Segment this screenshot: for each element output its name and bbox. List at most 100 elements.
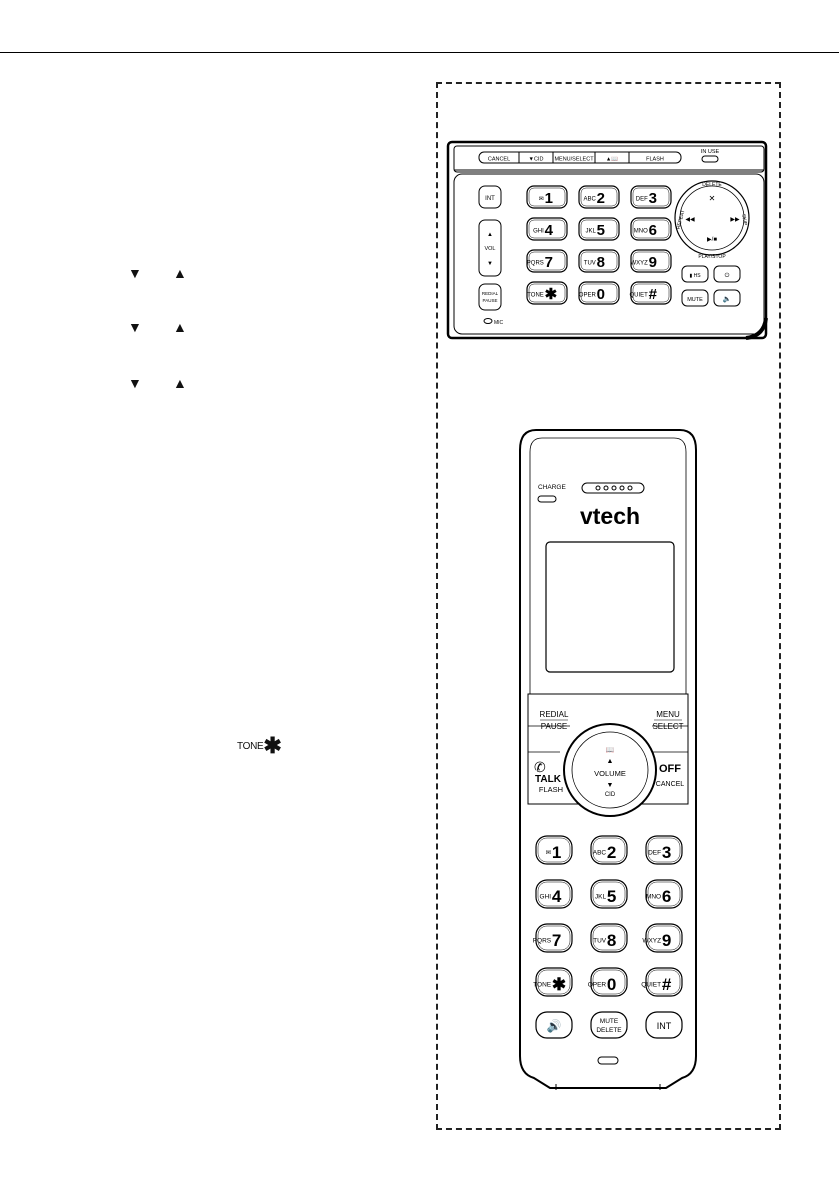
- in-use-label: IN USE: [701, 149, 720, 155]
- handset-mute-key[interactable]: MUTE: [600, 1018, 619, 1025]
- phonebook-icon[interactable]: 📖: [606, 746, 615, 754]
- base-key-digit: 5: [597, 222, 605, 239]
- charge-label: CHARGE: [538, 484, 566, 491]
- up-arrow-icon: ▲: [173, 265, 187, 281]
- handset-menu-key[interactable]: MENU: [656, 710, 680, 719]
- base-key-digit: 8: [597, 254, 605, 271]
- base-repeat-key[interactable]: REPEAT: [676, 209, 687, 230]
- in-use-light: [701, 155, 719, 163]
- base-key-✱[interactable]: TONE✱: [526, 281, 568, 305]
- handset-key-digit: 7: [552, 931, 561, 950]
- handset-key-digit: #: [662, 975, 672, 994]
- base-key-digit: 0: [597, 286, 605, 303]
- handset-key-letters: JKL: [595, 893, 607, 900]
- mic-label: MIC: [494, 320, 504, 326]
- handset-volume-label: VOLUME: [594, 769, 626, 778]
- base-cid-key[interactable]: ▼CID: [529, 157, 544, 163]
- answer-on-off-icon[interactable]: ⏻: [725, 272, 730, 279]
- vol-down-icon[interactable]: ▼: [487, 261, 493, 267]
- base-key-#[interactable]: QUIET#: [629, 281, 672, 305]
- handset-int-key[interactable]: INT: [657, 1021, 672, 1031]
- base-menu-select-key[interactable]: MENU/SELECT: [554, 157, 594, 163]
- handset-key-digit: 3: [662, 843, 671, 862]
- handset-redial-key[interactable]: REDIAL: [540, 710, 569, 719]
- delete-x-icon: ✕: [709, 194, 716, 203]
- base-key-digit: ✱: [545, 286, 558, 303]
- handset-key-digit: 4: [552, 887, 562, 906]
- find-handset-icon[interactable]: ▮ HS: [689, 273, 701, 279]
- handset-bottom-keys: 🔊 MUTE DELETE INT: [535, 1011, 683, 1039]
- fast-forward-icon: ▶▶: [730, 217, 740, 223]
- base-delete-key[interactable]: DELETE: [702, 182, 722, 188]
- base-key-letters: MNO: [634, 229, 648, 235]
- base-key-1[interactable]: ✉1: [526, 185, 568, 209]
- handset-key-letters: ABC: [593, 849, 607, 856]
- handset-speaker-icon[interactable]: 🔊: [547, 1018, 562, 1033]
- base-key-letters: TONE: [527, 293, 544, 299]
- base-pause-key[interactable]: PAUSE: [483, 298, 498, 303]
- base-key-letters: OPER: [579, 293, 597, 299]
- base-mute-key[interactable]: MUTE: [687, 297, 703, 303]
- base-cancel-key[interactable]: CANCEL: [488, 157, 510, 163]
- nav-up-icon[interactable]: ▲: [607, 758, 614, 765]
- handset-key-digit: 0: [607, 975, 616, 994]
- base-speaker-icon[interactable]: 🔈: [723, 295, 732, 303]
- mic-hole: [483, 318, 493, 324]
- rewind-icon: ◀◀: [685, 217, 695, 223]
- base-phonebook-key[interactable]: ▲📖: [606, 156, 618, 163]
- handset-key-letters: MNO: [646, 893, 661, 900]
- handset-key-digit: ✱: [552, 975, 566, 994]
- handset-key-1[interactable]: ✉1: [535, 835, 573, 865]
- handset-key-✱[interactable]: TONE✱: [533, 967, 573, 997]
- base-play-stop-key[interactable]: PLAY/STOP: [698, 254, 726, 260]
- handset-flash-key[interactable]: FLASH: [539, 785, 563, 794]
- base-key-digit: 2: [597, 190, 605, 207]
- base-skip-key[interactable]: SKIP: [740, 214, 748, 227]
- base-vol-key[interactable]: VOL: [484, 246, 495, 252]
- handset-delete-key[interactable]: DELETE: [596, 1027, 622, 1034]
- handset-pause-key[interactable]: PAUSE: [541, 722, 568, 731]
- base-key-letters: JKL: [585, 229, 596, 235]
- handset-talk-key[interactable]: TALK: [535, 774, 562, 785]
- handset-cancel-key[interactable]: CANCEL: [656, 781, 685, 788]
- handset-screen: [545, 541, 675, 673]
- base-key-letters: ABC: [583, 197, 596, 203]
- base-key-letters: TUV: [584, 261, 596, 267]
- vol-up-icon[interactable]: ▲: [487, 232, 493, 238]
- base-key-digit: 7: [545, 254, 553, 271]
- handset-nav-key: 📖 ▲ VOLUME ▼ CID: [563, 723, 657, 817]
- handset-select-key[interactable]: SELECT: [652, 722, 683, 731]
- base-key-letters: DEF: [636, 197, 648, 203]
- handset-off-key[interactable]: OFF: [659, 763, 681, 775]
- base-key-digit: 4: [545, 222, 554, 239]
- handset-key-letters: OPER: [588, 981, 607, 988]
- nav-down-icon[interactable]: ▼: [607, 782, 614, 789]
- base-key-digit: #: [649, 286, 658, 303]
- play-stop-icon: ▶/■: [707, 237, 717, 243]
- base-flash-key[interactable]: FLASH: [646, 157, 664, 163]
- base-int-key[interactable]: INT: [485, 196, 495, 202]
- base-redial-key[interactable]: REDIAL: [482, 291, 499, 296]
- earpiece-grille: [581, 482, 645, 494]
- base-key-digit: 9: [649, 254, 657, 271]
- handset-key-#[interactable]: QUIET#: [641, 967, 683, 997]
